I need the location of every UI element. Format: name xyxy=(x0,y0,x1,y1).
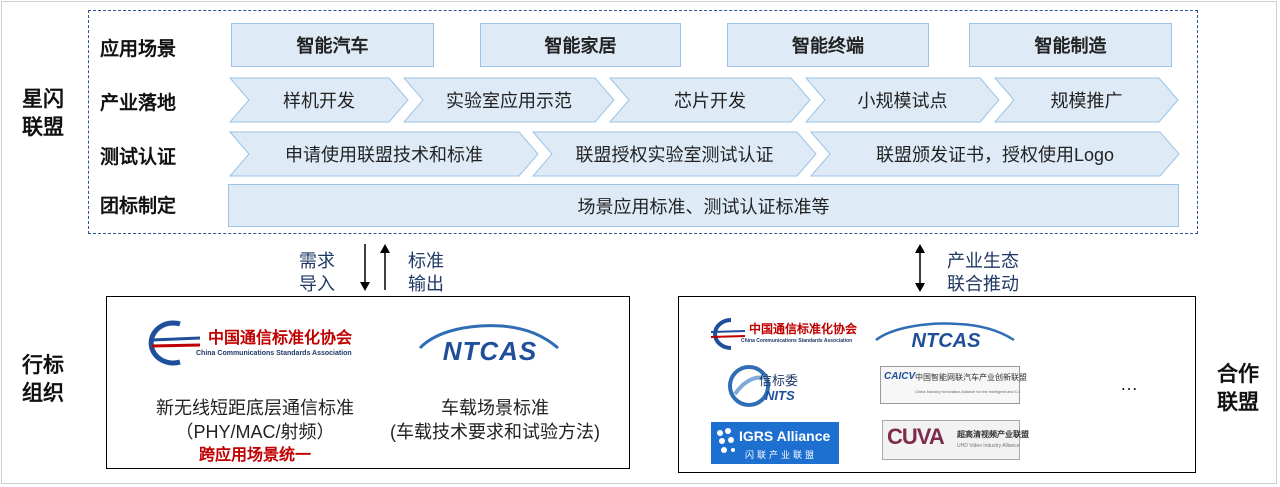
ccsa-en-name: China Communications Standards Associati… xyxy=(196,350,352,357)
ccsa-small-cn: 中国通信标准化协会 xyxy=(749,322,858,336)
caicv-logo: CAICV 中国智能网联汽车产业创新联盟 China Industry Inno… xyxy=(880,366,1027,404)
industry-step-label: 实验室应用示范 xyxy=(446,91,572,111)
industry-step-label: 样机开发 xyxy=(283,91,355,111)
nits-en: NITS xyxy=(765,388,795,403)
arrow-label-demand: 需求 导入 xyxy=(299,251,335,294)
scenario-box: 智能终端 xyxy=(727,23,929,67)
cuva-logo: CUVA 超高清视频产业联盟 UHD Video Industry Allian… xyxy=(882,420,1029,460)
caption-comm-line1: 新无线短距底层通信标准 xyxy=(156,398,354,418)
cuva-logo-text: CUVA xyxy=(887,424,945,449)
ntcas-logo: NTCAS xyxy=(412,318,562,366)
cuva-en: UHD Video Industry Alliance xyxy=(957,443,1020,449)
ccsa-emblem-icon xyxy=(148,320,201,366)
row-label-industry: 产业落地 xyxy=(100,93,177,114)
scenario-label: 智能汽车 xyxy=(296,36,369,56)
caption-comm-line2: （PHY/MAC/射频） xyxy=(175,422,335,442)
car-outline-icon xyxy=(875,322,1015,342)
caption-comm-standard: 新无线短距底层通信标准 （PHY/MAC/射频） 跨应用场景统一 xyxy=(140,396,370,468)
row-label-standard: 团标制定 xyxy=(100,196,177,217)
label-hezuo: 合作 联盟 xyxy=(1217,363,1259,414)
testing-step-label: 申请使用联盟技术和标准 xyxy=(285,145,483,165)
scenario-box: 智能家居 xyxy=(480,23,681,67)
testing-step-label: 联盟颁发证书，授权使用Logo xyxy=(875,145,1115,165)
igrs-dots-icon xyxy=(717,428,735,453)
ntcas-text: NTCAS xyxy=(442,336,538,366)
standard-text: 场景应用标准、测试认证标准等 xyxy=(577,196,830,217)
industry-step: 实验室应用示范 xyxy=(403,77,615,123)
industry-step: 小规模试点 xyxy=(805,77,1000,123)
caption-vehicle-standard: 车载场景标准 (车载技术要求和试验方法) xyxy=(370,396,620,444)
caicv-logo-text: CAICV xyxy=(884,371,916,382)
ccsa-emblem-icon xyxy=(710,318,745,350)
caicv-en: China Industry Innovation Alliance for t… xyxy=(915,389,1019,394)
industry-org-box xyxy=(106,296,630,469)
testing-step-label: 联盟授权实验室测试认证 xyxy=(575,145,774,165)
industry-step: 规模推广 xyxy=(994,77,1179,123)
nits-emblem-icon xyxy=(728,365,770,407)
caption-cross-scenario: 跨应用场景统一 xyxy=(198,447,311,464)
nits-logo: 信标委 NITS xyxy=(727,364,827,408)
industry-step-label: 小规模试点 xyxy=(857,91,948,111)
arrow-label-output: 标准 输出 xyxy=(408,251,444,294)
industry-step: 芯片开发 xyxy=(609,77,811,123)
ccsa-logo: 中国通信标准化协会 China Communications Standards… xyxy=(142,318,362,368)
arrow-label-ecosystem: 产业生态 联合推动 xyxy=(947,251,1019,294)
up-arrow-icon xyxy=(380,244,390,290)
industry-step-label: 芯片开发 xyxy=(674,91,746,111)
igrs-logo: IGRS Alliance 闪联产业联盟 xyxy=(711,422,839,464)
more-ellipsis: … xyxy=(1120,374,1138,394)
ccsa-logo-small: 中国通信标准化协会 China Communications Standards… xyxy=(705,316,858,352)
label-xingshan: 星闪 联盟 xyxy=(22,88,64,139)
caicv-cn: 中国智能网联汽车产业创新联盟 xyxy=(915,373,1027,382)
xingshan-alliance-box xyxy=(88,10,1198,234)
igrs-cn: 闪联产业联盟 xyxy=(745,450,818,460)
scenario-box: 智能汽车 xyxy=(231,23,434,67)
double-arrow-icon xyxy=(915,244,925,292)
ccsa-small-en: China Communications Standards Associati… xyxy=(741,338,853,344)
partner-alliance-box xyxy=(678,296,1196,473)
nits-cn: 信标委 xyxy=(759,373,799,388)
testing-step: 联盟授权实验室测试认证 xyxy=(532,131,817,177)
scenario-label: 智能终端 xyxy=(792,36,864,56)
scenario-label: 智能家居 xyxy=(544,36,617,56)
testing-step: 联盟颁发证书，授权使用Logo xyxy=(810,131,1180,177)
igrs-text: IGRS Alliance xyxy=(739,428,831,444)
industry-step: 样机开发 xyxy=(229,77,409,123)
ccsa-cn-name: 中国通信标准化协会 xyxy=(208,330,353,347)
cuva-cn: 超高清视频产业联盟 xyxy=(957,430,1029,439)
scenario-box: 智能制造 xyxy=(969,23,1172,67)
caption-vehicle-line1: 车载场景标准 xyxy=(441,398,549,418)
caption-vehicle-line2: (车载技术要求和试验方法) xyxy=(390,422,600,442)
row-label-testing: 测试认证 xyxy=(100,147,177,168)
ntcas-small-text: NTCAS xyxy=(911,330,981,352)
ntcas-logo-small: NTCAS xyxy=(868,318,1018,352)
down-arrow-icon xyxy=(360,244,370,291)
testing-step: 申请使用联盟技术和标准 xyxy=(229,131,539,177)
row-label-scenarios: 应用场景 xyxy=(100,39,177,60)
industry-step-label: 规模推广 xyxy=(1050,91,1123,111)
scenario-label: 智能制造 xyxy=(1034,36,1107,56)
standard-box: 场景应用标准、测试认证标准等 xyxy=(228,184,1179,227)
label-hangbiao: 行标 组织 xyxy=(22,354,64,405)
car-outline-icon xyxy=(418,324,559,350)
